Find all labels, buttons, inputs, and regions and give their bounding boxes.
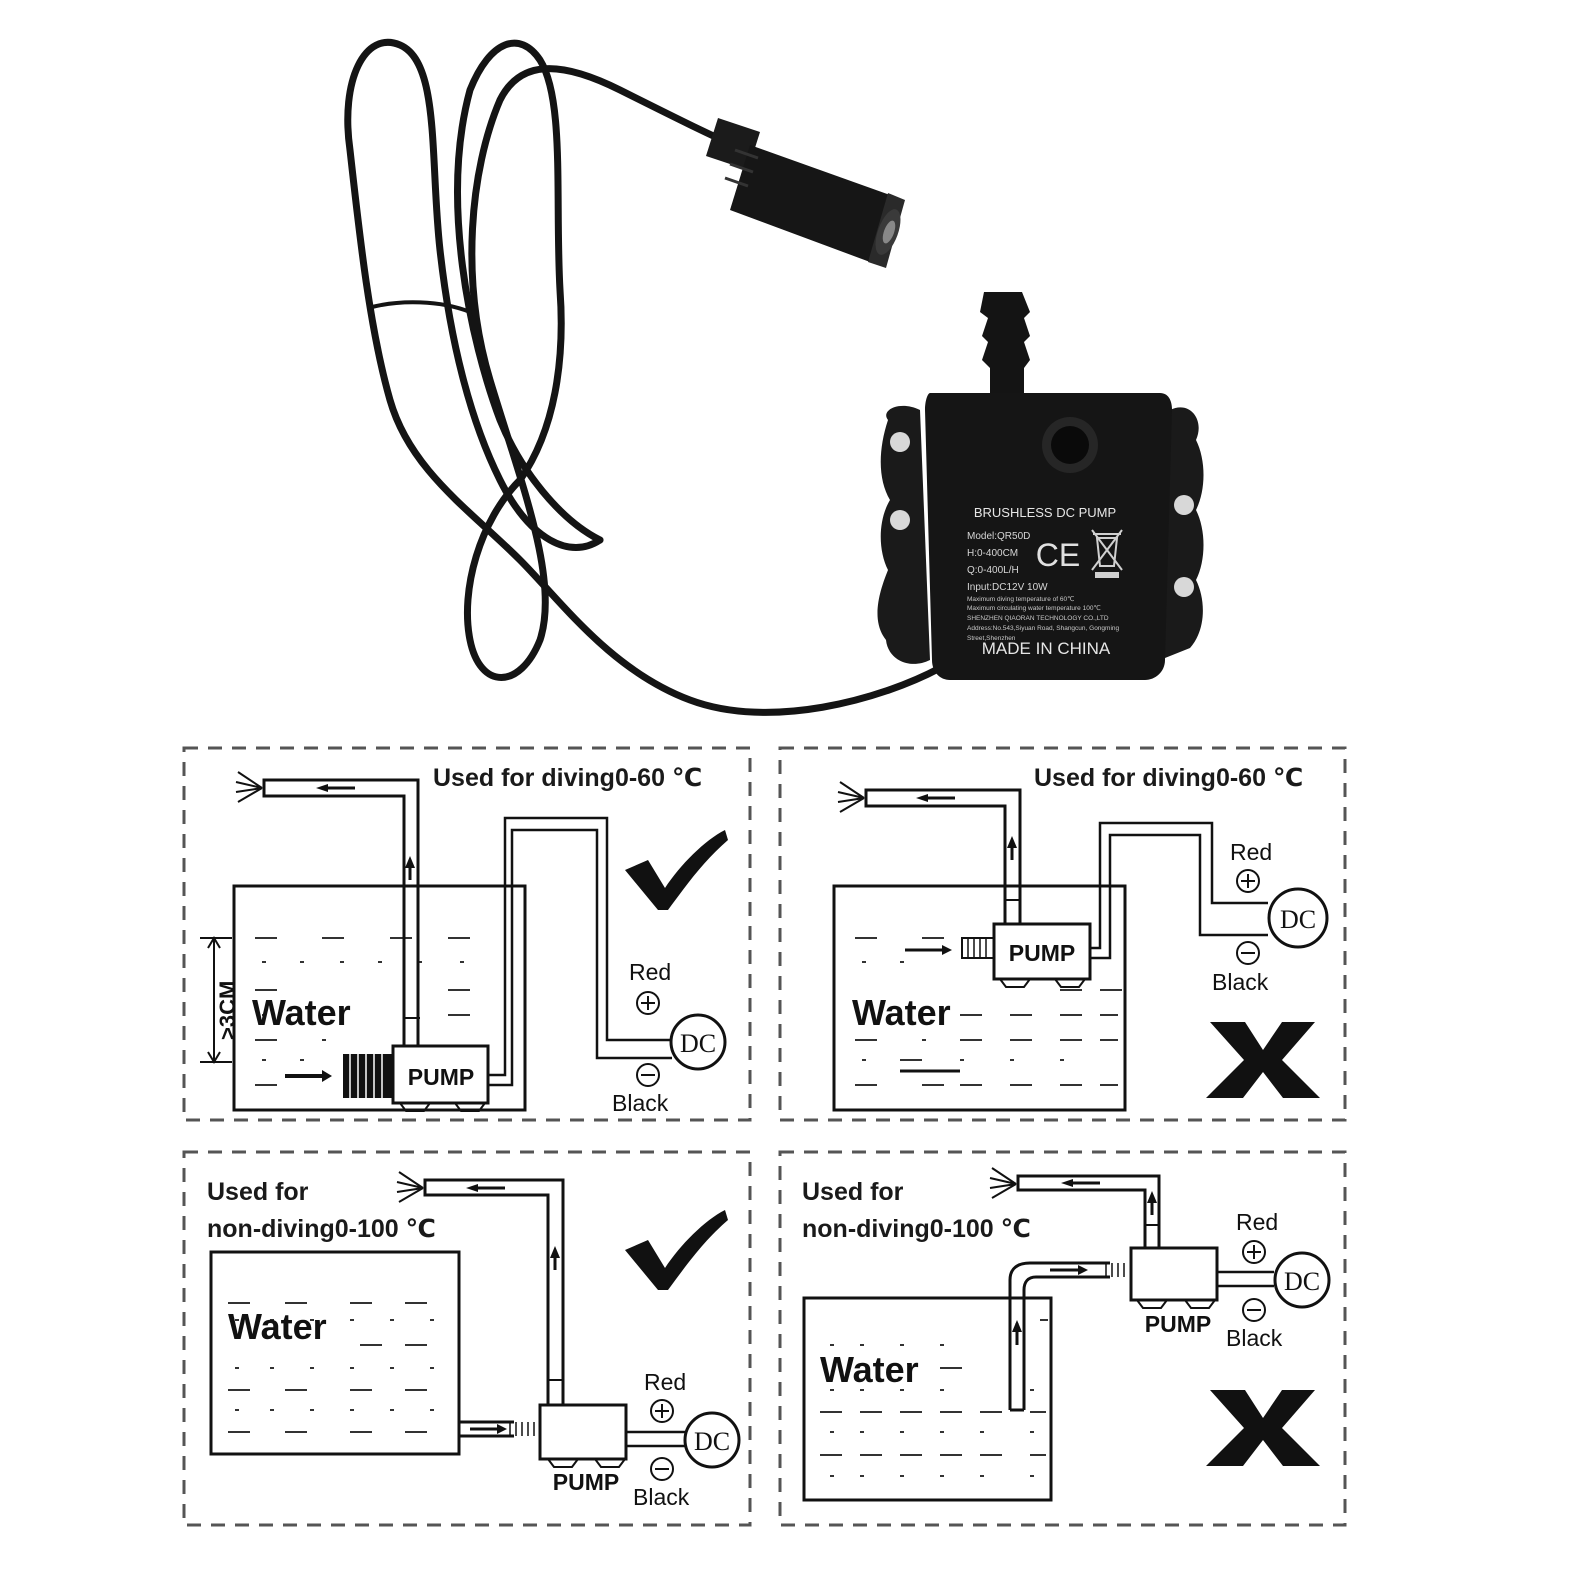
svg-text:SHENZHEN QIAORAN TECHNOLOGY CO: SHENZHEN QIAORAN TECHNOLOGY CO.,LTD [967,615,1109,622]
svg-text:Input:DC12V 10W: Input:DC12V 10W [967,582,1048,593]
dc-source-label: DC [1280,905,1316,934]
panel-nondiving-wrong: Used for non-diving0-100 ℃ Water PUMP [778,1150,1347,1527]
svg-text:Red: Red [644,1369,686,1395]
weee-bin-icon [1091,529,1123,578]
water-label: Water [228,1306,327,1347]
svg-text:Red: Red [1230,839,1272,865]
check-icon [625,1210,728,1290]
pump-body [877,292,1204,680]
svg-text:Q:0-400L/H: Q:0-400L/H [967,565,1019,576]
svg-text:Model:QR50D: Model:QR50D [967,531,1030,542]
pump-label: PUMP [1145,1311,1211,1337]
svg-text:Maximum circulating water temp: Maximum circulating water temperature 10… [967,604,1101,612]
water-level-dashes [255,937,470,1086]
depth-marker [200,936,232,1064]
panel-title: Used for diving0-60 ℃ [1034,764,1303,792]
panel-nondiving-correct: Used for non-diving0-100 ℃ Water PUMP DC [182,1150,752,1527]
spray-lines [235,771,263,803]
svg-text:Red: Red [1236,1209,1278,1235]
dc-source-label: DC [680,1029,716,1058]
ce-mark-icon: CE [1036,537,1080,573]
panel-title: Used for [207,1178,309,1206]
water-label: Water [820,1349,919,1390]
panel-diving-wrong: Used for diving0-60 ℃ Water PUMP DC [778,746,1347,1122]
svg-text:Maximum diving temperature of: Maximum diving temperature of 60℃ [967,595,1074,603]
check-icon [625,830,728,910]
svg-text:Black: Black [1212,969,1269,995]
cross-icon [1206,1022,1320,1098]
panel-title: Used for [802,1178,904,1206]
water-level-dashes [228,1302,434,1433]
svg-text:Black: Black [633,1484,690,1510]
water-level-dashes [820,1319,1048,1477]
dc-source-label: DC [1284,1267,1320,1296]
svg-text:non-diving0-100 ℃: non-diving0-100 ℃ [802,1215,1031,1243]
power-cable [344,39,944,716]
svg-text:Street,Shenzhen: Street,Shenzhen [967,635,1016,642]
svg-text:MADE IN CHINA: MADE IN CHINA [982,639,1111,658]
svg-text:Black: Black [612,1090,669,1116]
svg-text:BRUSHLESS DC PUMP: BRUSHLESS DC PUMP [974,505,1116,520]
svg-text:H:0-400CM: H:0-400CM [967,548,1018,559]
dc-jack-connector [706,118,905,268]
water-label: Water [252,992,351,1033]
svg-text:Red: Red [629,959,671,985]
dc-source-label: DC [694,1427,730,1456]
svg-text:>3CM: >3CM [215,981,240,1040]
cross-icon [1206,1390,1320,1466]
svg-text:non-diving0-100 ℃: non-diving0-100 ℃ [207,1215,436,1243]
svg-text:Address:No.543,Siyuan Road, Sh: Address:No.543,Siyuan Road, Shangcun, Go… [967,625,1120,632]
water-level-dashes [855,937,1122,1086]
svg-text:Black: Black [1226,1325,1283,1351]
pump-label: PUMP [1009,940,1075,966]
pump-label: PUMP [553,1469,619,1495]
pump-label-area: BRUSHLESS DC PUMP Model:QR50D H:0-400CM … [967,505,1123,658]
pump-label: PUMP [408,1064,474,1090]
panel-diving-correct: Used for diving0-60 ℃ Water >3CM [182,746,752,1122]
panel-title: Used for diving0-60 ℃ [433,764,702,792]
water-label: Water [852,992,951,1033]
